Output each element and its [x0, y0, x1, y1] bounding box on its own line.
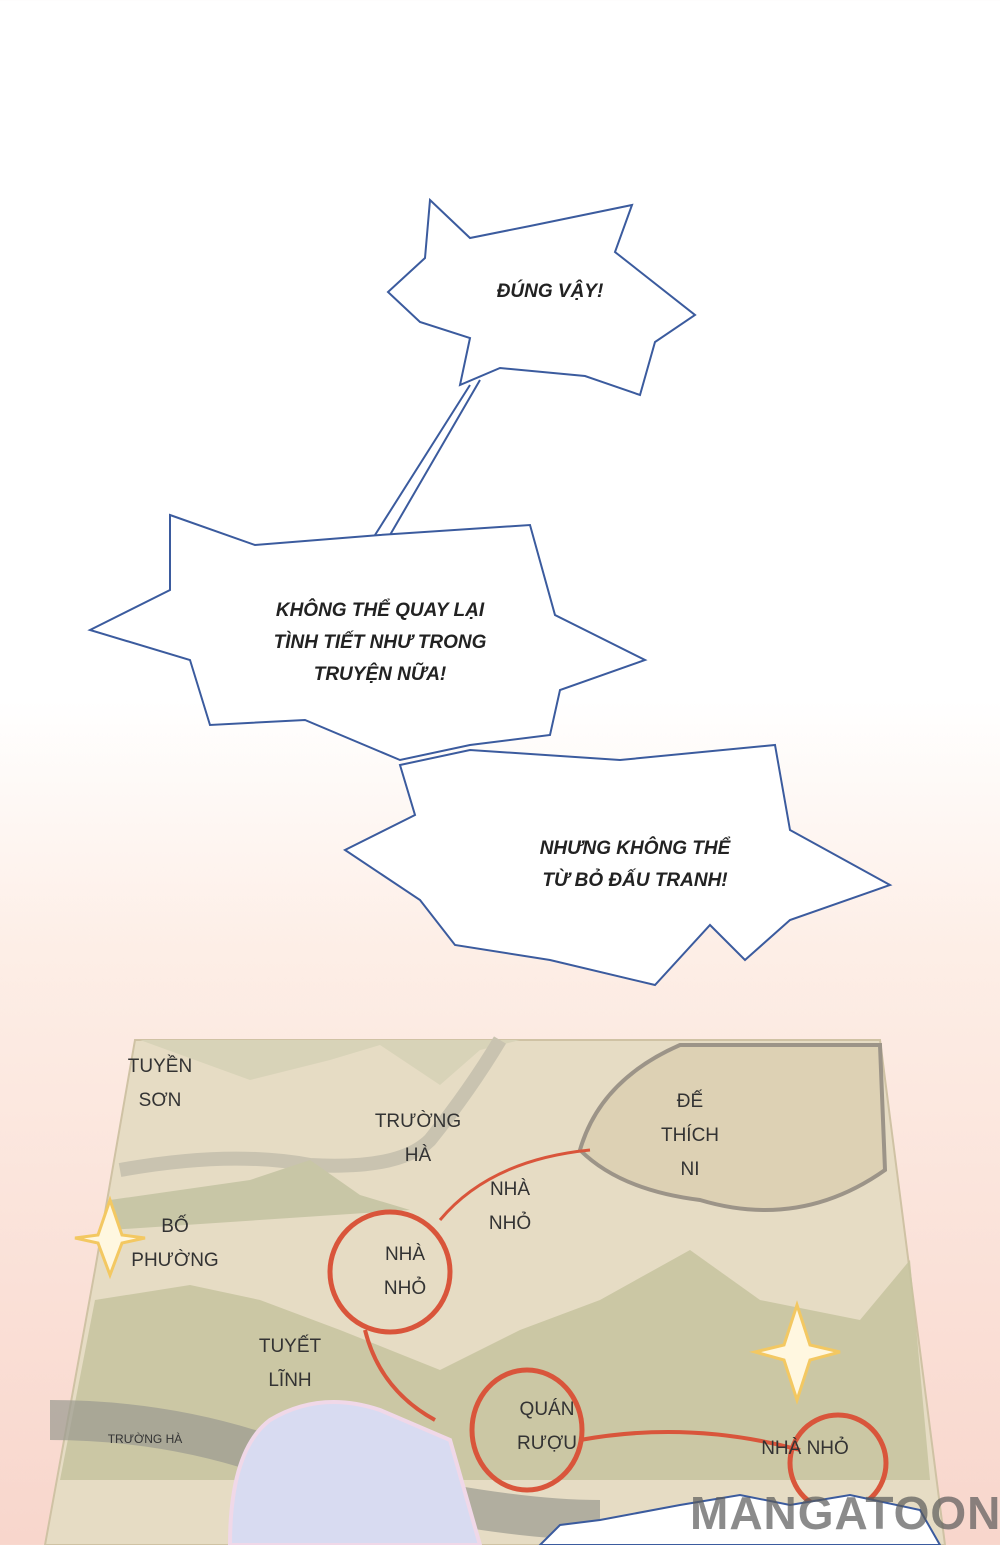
speech-bubble-1 — [386, 197, 697, 397]
label-line: LĨNH — [268, 1370, 312, 1391]
bubble-line: NHƯNG KHÔNG THỂ — [539, 838, 731, 859]
label-line: NHÀ — [384, 1244, 426, 1265]
map-label-nha-nho: NHÀ NHỎ — [470, 1173, 550, 1241]
label-line: TUYẾT — [258, 1336, 322, 1357]
speech-bubble-2 — [87, 513, 648, 762]
label-line: SƠN — [138, 1090, 182, 1111]
label-line: BỐ — [161, 1216, 189, 1237]
bubble-line: TRUYỆN NỮA! — [313, 664, 447, 685]
label-line: NHỎ — [488, 1213, 532, 1234]
bubble-1-text: ĐÚNG VẬY! — [496, 281, 604, 302]
label-line: NHÀ — [489, 1179, 531, 1200]
label-line: ĐẾ — [676, 1091, 704, 1112]
label-line: RƯỢU — [517, 1433, 577, 1454]
bubble-2-text: KHÔNG THỂ QUAY LẠI TÌNH TIẾT NHƯ TRONG T… — [220, 595, 540, 691]
bubble-3-text: NHƯNG KHÔNG THỂ TỪ BỎ ĐẤU TRANH! — [500, 833, 770, 897]
map-label-truong-ha: TRƯỜNG HÀ — [358, 1105, 478, 1173]
label-line: THÍCH — [660, 1125, 720, 1146]
label-line: TUYỀN — [127, 1056, 193, 1077]
label-line: PHƯỜNG — [131, 1250, 219, 1271]
watermark: MANGATOON — [690, 1487, 1000, 1539]
label-line: HÀ — [404, 1145, 432, 1166]
label-line: TRƯỜNG — [374, 1111, 462, 1132]
map-label-de-thich-ni: ĐẾ THÍCH NI — [640, 1085, 740, 1187]
bubble-line: TỪ BỎ ĐẤU TRANH! — [542, 870, 728, 891]
map-label-quan-ruou: QUÁN RƯỢU — [497, 1393, 597, 1461]
sparkle-icon — [749, 1300, 841, 1405]
label-line: NI — [680, 1159, 700, 1180]
map-label-tuyen-son: TUYỀN SƠN — [110, 1050, 210, 1118]
label-line: NHỎ — [383, 1278, 427, 1299]
map-label-bo-phuong: BỐ PHƯỜNG — [115, 1210, 235, 1278]
bubble-line: KHÔNG THỂ QUAY LẠI — [275, 600, 485, 621]
label-line: QUÁN — [519, 1399, 575, 1420]
map-label-tuyet-linh: TUYẾT LĨNH — [240, 1330, 340, 1398]
speech-bubble-3 — [343, 743, 893, 987]
sparkle-icon — [74, 1195, 146, 1280]
bubble-line: TÌNH TIẾT NHƯ TRONG — [273, 632, 487, 653]
map-label-nha-nho-circled: NHÀ NHỎ — [365, 1238, 445, 1306]
map-label-truong-ha-small: TRƯỜNG HÀ — [107, 1432, 183, 1446]
map-label-nha-nho-right: NHÀ NHỎ — [761, 1438, 849, 1459]
